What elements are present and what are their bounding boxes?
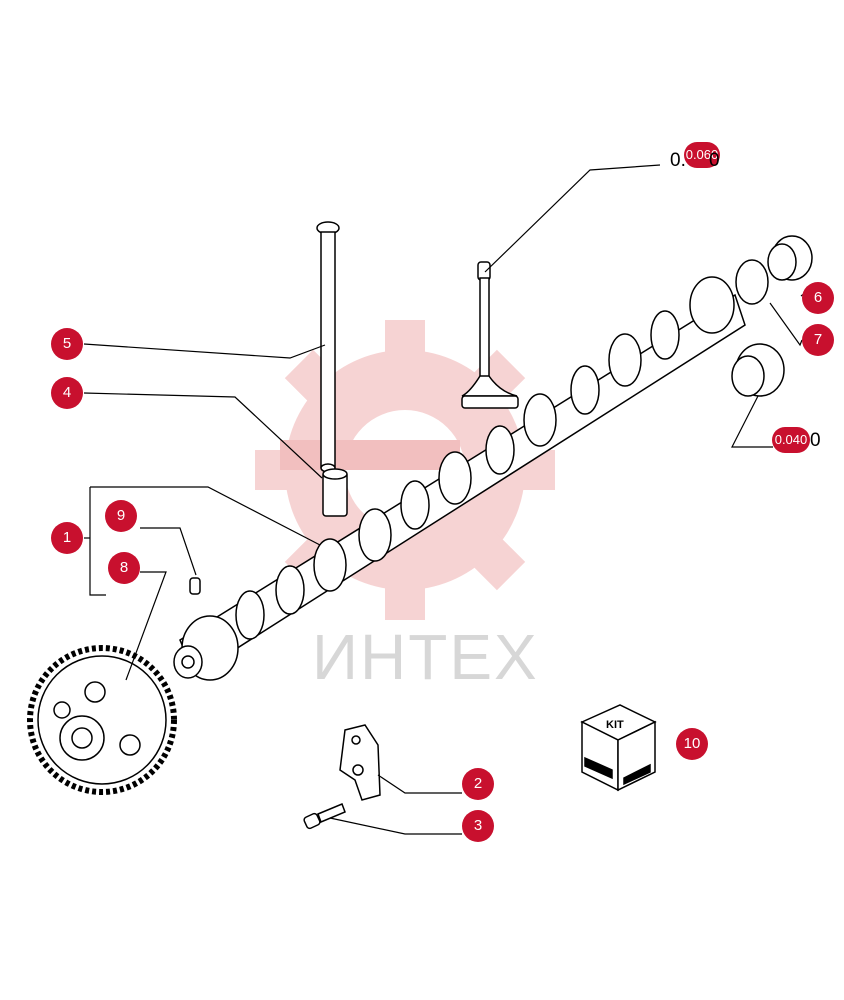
o-ring xyxy=(735,259,769,305)
callout-2[interactable]: 2 xyxy=(462,768,494,800)
callout-8[interactable]: 8 xyxy=(108,552,140,584)
kit-label: KIT xyxy=(606,719,624,731)
callout-7[interactable]: 7 xyxy=(802,324,834,356)
callout-1[interactable]: 1 xyxy=(51,522,83,554)
timing-gear xyxy=(27,645,177,795)
callout-10[interactable]: 10 xyxy=(676,728,708,760)
callout-3[interactable]: 3 xyxy=(462,810,494,842)
code-badge-bushing[interactable]: 0.040 xyxy=(772,427,810,453)
leader-lines xyxy=(83,164,806,835)
code-label-valve: 0. xyxy=(670,150,686,172)
code-prefix: 0. xyxy=(670,150,686,171)
callout-4[interactable]: 4 xyxy=(51,377,83,409)
code-badge-valve[interactable]: 0.060 xyxy=(684,142,720,168)
camshaft-lobes xyxy=(181,276,735,681)
seal-ring xyxy=(767,235,813,281)
code-suffix-bushing: 0 xyxy=(810,430,821,451)
kit-box-icon xyxy=(580,704,657,792)
callout-9[interactable]: 9 xyxy=(105,500,137,532)
watermark-text: ИНТЕХ xyxy=(312,621,539,693)
camshaft xyxy=(173,276,746,681)
bushing xyxy=(731,343,785,397)
valve xyxy=(461,261,519,409)
thrust-plate xyxy=(339,724,381,801)
dowel-pin xyxy=(189,577,201,595)
code-suffix-valve: 0 xyxy=(709,150,720,171)
push-rod xyxy=(316,221,340,473)
tappet xyxy=(322,468,348,517)
callout-5[interactable]: 5 xyxy=(51,328,83,360)
bolt xyxy=(303,803,346,830)
callout-6[interactable]: 6 xyxy=(802,282,834,314)
